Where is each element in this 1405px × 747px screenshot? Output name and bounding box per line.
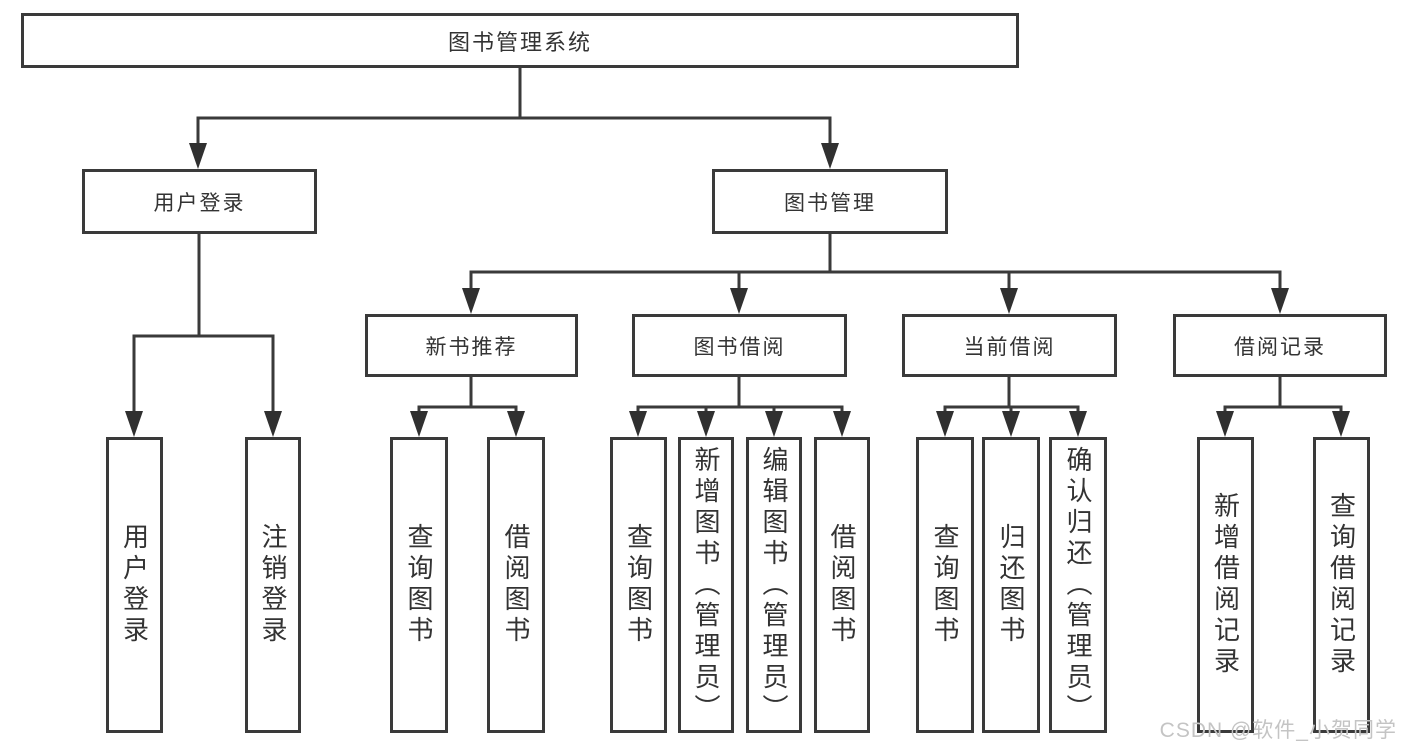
arrowhead <box>697 411 715 437</box>
connector-module1-branch <box>417 405 518 430</box>
node-label: 编辑图书（管理员） <box>759 445 789 725</box>
leaf-logout: 注销登录 <box>245 437 301 733</box>
node-label: 注销登录 <box>258 523 288 647</box>
node-label: 图书管理 <box>784 191 876 215</box>
node-label: 图书管理系统 <box>447 29 592 55</box>
arrowhead <box>765 411 783 437</box>
node-label: 查询图书 <box>930 523 960 647</box>
connector-module2-branch <box>636 405 844 430</box>
arrowhead <box>125 411 143 437</box>
node-current-borrow: 当前借阅 <box>902 314 1117 377</box>
leaf-edit-book-admin: 编辑图书（管理员） <box>746 437 802 733</box>
node-borrow-record: 借阅记录 <box>1173 314 1387 377</box>
node-label: 确认归还（管理员） <box>1063 445 1093 725</box>
node-label: 查询图书 <box>404 523 434 647</box>
arrowhead <box>1069 411 1087 437</box>
arrowhead <box>629 411 647 437</box>
node-label: 用户登录 <box>153 191 246 215</box>
leaf-query-book-current: 查询图书 <box>916 437 974 733</box>
arrowhead <box>1216 411 1234 437</box>
arrowhead <box>189 143 207 169</box>
arrowhead <box>1000 288 1018 314</box>
node-new-book-recommend: 新书推荐 <box>365 314 578 377</box>
node-label: 查询图书 <box>623 523 654 647</box>
arrowhead <box>1271 288 1289 314</box>
node-label: 查询借阅记录 <box>1326 492 1357 678</box>
node-label: 借阅图书 <box>827 523 857 647</box>
leaf-confirm-return-admin: 确认归还（管理员） <box>1049 437 1107 733</box>
leaf-query-book-recommend: 查询图书 <box>390 437 448 733</box>
connector-root-branch <box>196 116 832 162</box>
node-book-borrow: 图书借阅 <box>632 314 847 377</box>
csdn-watermark: CSDN @软件_小贺同学 <box>1159 719 1397 742</box>
connector-module3-branch <box>943 405 1080 430</box>
arrowhead <box>833 411 851 437</box>
arrowhead <box>264 411 282 437</box>
node-label: 新书推荐 <box>425 335 518 359</box>
arrowhead <box>821 143 839 169</box>
arrowhead <box>1332 411 1350 437</box>
node-label: 新增借阅记录 <box>1210 492 1241 678</box>
leaf-query-borrow-record: 查询借阅记录 <box>1313 437 1370 733</box>
connector-bookmgmt-branch <box>469 270 1282 306</box>
node-library-management-system: 图书管理系统 <box>21 13 1019 68</box>
arrowhead <box>462 288 480 314</box>
arrowhead <box>507 411 525 437</box>
leaf-return-book: 归还图书 <box>982 437 1040 733</box>
leaf-borrow-book: 借阅图书 <box>814 437 870 733</box>
leaf-query-book-borrow: 查询图书 <box>610 437 667 733</box>
leaf-add-book-admin: 新增图书（管理员） <box>678 437 734 733</box>
arrowhead <box>936 411 954 437</box>
node-book-management: 图书管理 <box>712 169 948 234</box>
arrowhead <box>410 411 428 437</box>
arrowhead <box>730 288 748 314</box>
arrowhead <box>1002 411 1020 437</box>
node-label: 当前借阅 <box>963 335 1056 359</box>
node-label: 借阅图书 <box>501 523 531 647</box>
node-label: 归还图书 <box>996 523 1026 647</box>
leaf-add-borrow-record: 新增借阅记录 <box>1197 437 1254 733</box>
leaf-user-login: 用户登录 <box>106 437 163 733</box>
node-label: 用户登录 <box>119 523 150 647</box>
node-user-login: 用户登录 <box>82 169 317 234</box>
node-label: 图书借阅 <box>693 335 786 359</box>
node-label: 新增图书（管理员） <box>691 445 721 725</box>
connector-userlogin-branch <box>132 334 275 430</box>
leaf-borrow-book-recommend: 借阅图书 <box>487 437 545 733</box>
node-label: 借阅记录 <box>1234 335 1326 359</box>
connector-module4-branch <box>1223 405 1343 430</box>
